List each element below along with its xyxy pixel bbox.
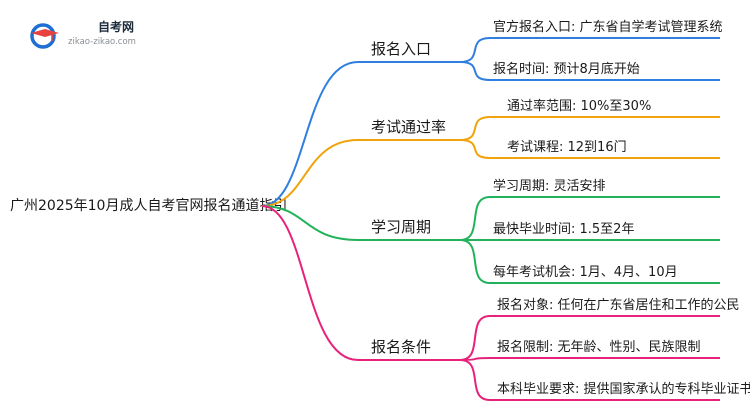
child-connector — [459, 315, 491, 361]
child-label: 通过率范围: 10%至30% — [507, 98, 651, 114]
branch-label: 考试通过率 — [371, 118, 446, 136]
logo-url: zikao-zikao.com — [68, 37, 136, 47]
child-connector — [459, 116, 491, 141]
branch-connector — [261, 205, 359, 241]
child-label: 本科毕业要求: 提供国家承认的专科毕业证书 — [497, 381, 750, 397]
child-label: 报名时间: 预计8月底开始 — [493, 61, 640, 77]
child-label: 报名限制: 无年龄、性别、民族限制 — [497, 339, 701, 355]
child-connector — [459, 196, 491, 241]
branch-label: 学习周期 — [371, 218, 431, 236]
graduation-cap-icon — [30, 23, 59, 49]
child-label: 官方报名入口: 广东省自学考试管理系统 — [493, 19, 723, 35]
child-connector — [459, 239, 491, 284]
child-label: 考试课程: 12到16门 — [507, 140, 627, 155]
branch-label: 报名入口 — [371, 40, 431, 58]
logo-name: 自考网 — [98, 20, 135, 34]
child-connector — [459, 61, 491, 81]
branch-connector — [261, 139, 359, 207]
child-label: 最快毕业时间: 1.5至2年 — [493, 222, 634, 237]
child-label: 每年考试机会: 1月、4月、10月 — [493, 264, 678, 280]
branch-connector — [261, 61, 359, 207]
child-connector — [459, 37, 491, 63]
child-label: 报名对象: 任何在广东省居住和工作的公民 — [497, 297, 740, 313]
branch-label: 报名条件 — [371, 338, 431, 356]
root-topic: 广州2025年10月成人自考官网报名通道指引 — [10, 198, 287, 214]
child-connector — [459, 139, 491, 159]
site-logo[interactable]: 自考网 zikao-zikao.com — [30, 18, 150, 52]
branch-connector — [261, 205, 359, 361]
child-label: 学习周期: 灵活安排 — [493, 178, 606, 194]
child-connector — [459, 359, 491, 401]
